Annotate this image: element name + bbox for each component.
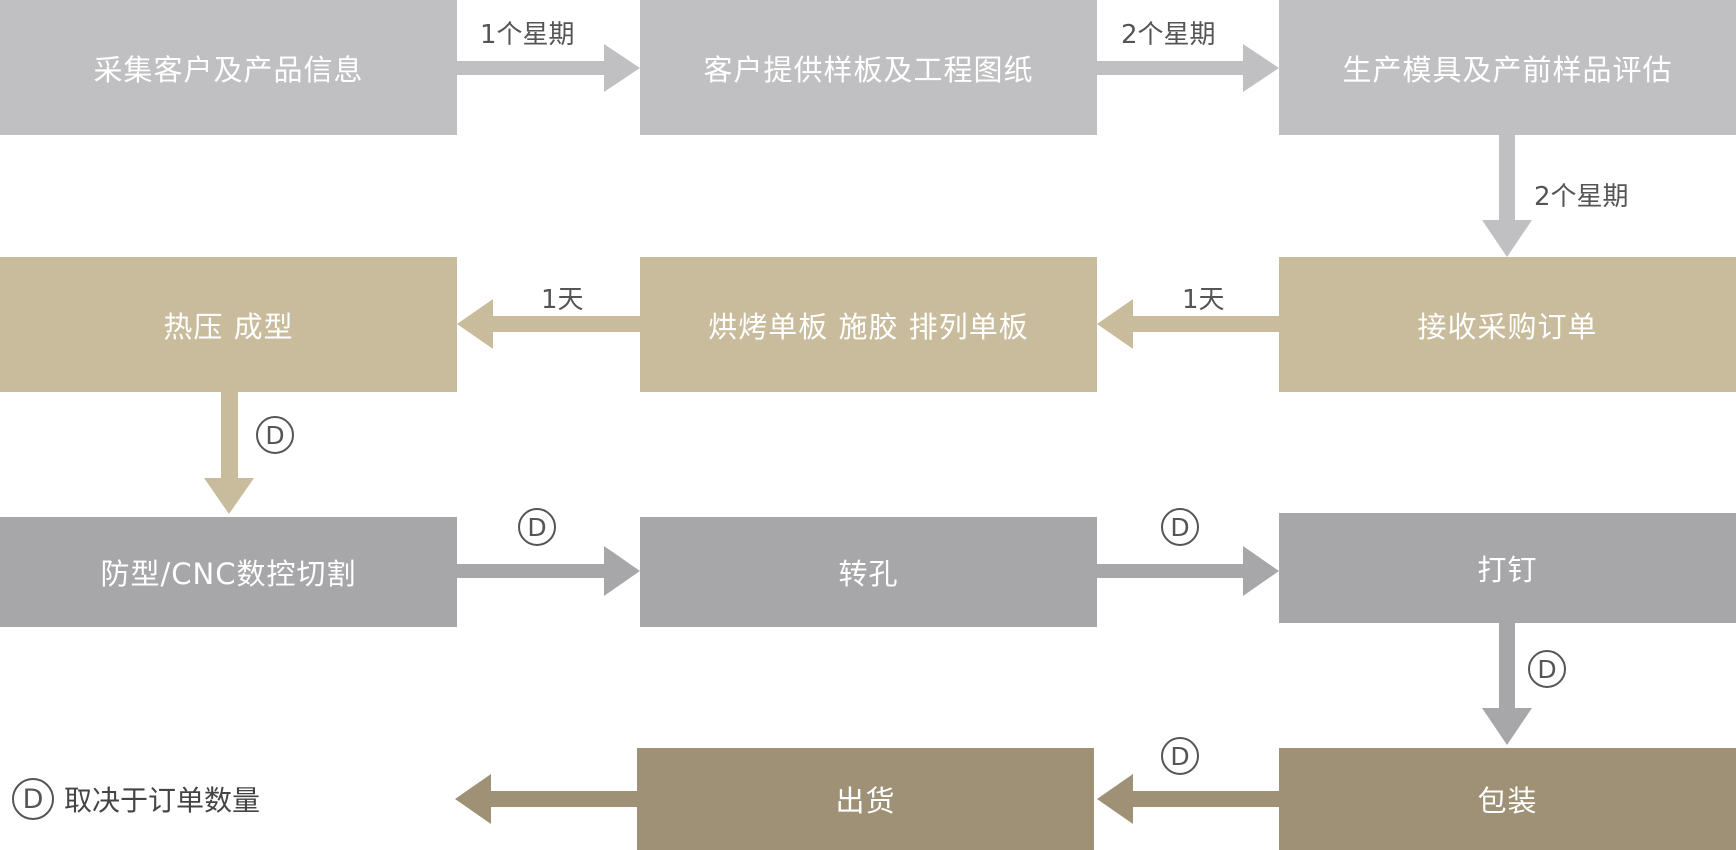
arrow-s10-s11 — [1097, 774, 1279, 824]
step-packing: 包装 — [1279, 748, 1736, 850]
step-bake-glue-arrange: 烘烤单板 施胶 排列单板 — [640, 257, 1097, 392]
step-mold-production: 生产模具及产前样品评估 — [1279, 0, 1736, 135]
arrow-s2-s3 — [1097, 44, 1279, 92]
duration-label-3-4: 2个星期 — [1534, 182, 1629, 212]
step-nailing: 打钉 — [1279, 513, 1736, 623]
duration-label-5-6: 1天 — [541, 285, 584, 315]
depends-marker: D — [518, 508, 556, 546]
arrow-s4-s5 — [1097, 299, 1279, 349]
duration-label-1-2: 1个星期 — [480, 20, 575, 50]
legend: D 取决于订单数量 — [12, 778, 260, 820]
step-collect-info: 采集客户及产品信息 — [0, 0, 457, 135]
arrow-s9-s10 — [1482, 623, 1532, 745]
legend-text: 取决于订单数量 — [64, 784, 261, 817]
arrow-s5-s6 — [457, 299, 640, 349]
step-drilling: 转孔 — [640, 517, 1097, 627]
arrow-s3-s4 — [1482, 135, 1532, 257]
depends-marker: D — [1161, 508, 1199, 546]
depends-marker: D — [256, 416, 294, 454]
arrow-s7-s8 — [457, 546, 640, 596]
depends-marker: D — [1161, 737, 1199, 775]
duration-label-4-5: 1天 — [1182, 285, 1225, 315]
arrow-s11-out — [455, 774, 637, 824]
arrow-s8-s9 — [1097, 546, 1279, 596]
step-shipping: 出货 — [637, 748, 1094, 850]
step-cnc-cutting: 防型/CNC数控切割 — [0, 517, 457, 627]
arrow-s1-s2 — [457, 44, 640, 92]
step-receive-order: 接收采购订单 — [1279, 257, 1736, 392]
depends-marker: D — [1528, 650, 1566, 688]
legend-symbol: D — [12, 778, 54, 820]
step-customer-samples: 客户提供样板及工程图纸 — [640, 0, 1097, 135]
step-hot-press: 热压 成型 — [0, 257, 457, 392]
duration-label-2-3: 2个星期 — [1121, 20, 1216, 50]
arrow-s6-s7 — [204, 392, 254, 514]
